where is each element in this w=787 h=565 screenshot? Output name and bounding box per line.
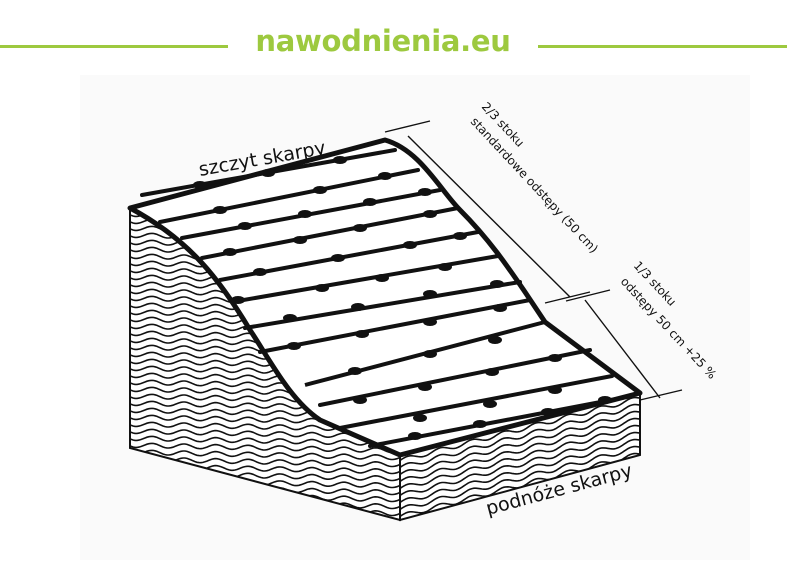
upper-dimension-tick-bottom: [544, 291, 591, 304]
emitter: [348, 367, 362, 375]
lower-emitters: [348, 336, 612, 440]
drip-line: [230, 254, 500, 304]
emitter: [423, 350, 437, 358]
soil-layer-line: [130, 512, 400, 520]
slope-top-surface: [127, 137, 643, 458]
emitter: [353, 396, 367, 404]
emitter: [598, 396, 612, 404]
emitter: [423, 318, 437, 326]
emitter: [438, 263, 452, 271]
emitter: [261, 169, 275, 177]
emitter: [403, 241, 417, 249]
drip-line: [158, 168, 420, 224]
drip-line: [200, 206, 460, 260]
emitter: [488, 336, 502, 344]
emitter: [223, 248, 237, 256]
drip-line: [318, 348, 592, 407]
header-line-right: [538, 45, 787, 48]
soil-layer-line: [130, 435, 400, 447]
emitter: [378, 172, 392, 180]
emitter: [298, 210, 312, 218]
emitter: [493, 304, 507, 312]
emitter: [483, 400, 497, 408]
soil-layer-line: [400, 438, 640, 505]
emitter: [351, 303, 365, 311]
soil-layer-line: [400, 424, 640, 491]
lower-dimension-tick-top: [565, 289, 611, 302]
emitter: [548, 386, 562, 394]
emitter: [287, 342, 301, 350]
soil-layer-line: [400, 417, 640, 484]
upper-emitters: [193, 156, 507, 350]
emitter: [213, 206, 227, 214]
emitter: [355, 330, 369, 338]
emitter: [315, 284, 329, 292]
emitter: [333, 156, 347, 164]
emitter: [331, 254, 345, 262]
emitter: [453, 232, 467, 240]
drip-line: [258, 298, 532, 354]
header-line-left: [0, 45, 228, 48]
emitter: [548, 354, 562, 362]
emitter: [473, 420, 487, 428]
emitter: [313, 186, 327, 194]
emitter: [490, 280, 504, 288]
soil-layer-line: [400, 396, 640, 463]
emitter: [293, 236, 307, 244]
emitter: [423, 290, 437, 298]
upper-dimension-tick-top: [384, 120, 431, 133]
emitter: [363, 198, 377, 206]
dimension-lines: [384, 120, 683, 401]
emitter: [418, 383, 432, 391]
emitter: [253, 268, 267, 276]
soil-layer-line: [125, 527, 405, 536]
upper-dimension-line: [407, 135, 571, 298]
emitter: [238, 222, 252, 230]
soil-layer-line: [130, 442, 400, 454]
soil-layer-line: [130, 449, 400, 461]
emitter: [283, 314, 297, 322]
emitter: [418, 188, 432, 196]
soil-layer-line: [130, 519, 400, 520]
emitter: [231, 296, 245, 304]
emitter: [541, 408, 555, 416]
emitter: [193, 181, 207, 189]
soil-layer-line: [400, 403, 640, 470]
lower-dimension-tick-bottom: [639, 389, 683, 401]
soil-layer-line: [400, 431, 640, 498]
emitter: [408, 432, 422, 440]
emitter: [485, 368, 499, 376]
upper-zone-label-2: standardowe odstępy (50 cm): [468, 114, 601, 255]
lower-dimension-line: [584, 299, 661, 399]
emitter: [375, 274, 389, 282]
emitter: [413, 414, 427, 422]
emitter: [423, 210, 437, 218]
brand-title: nawodnienia.eu: [255, 24, 511, 58]
drip-line: [338, 374, 614, 430]
emitter: [353, 224, 367, 232]
soil-layer-line: [400, 410, 640, 477]
soil-layer-line: [400, 445, 640, 512]
